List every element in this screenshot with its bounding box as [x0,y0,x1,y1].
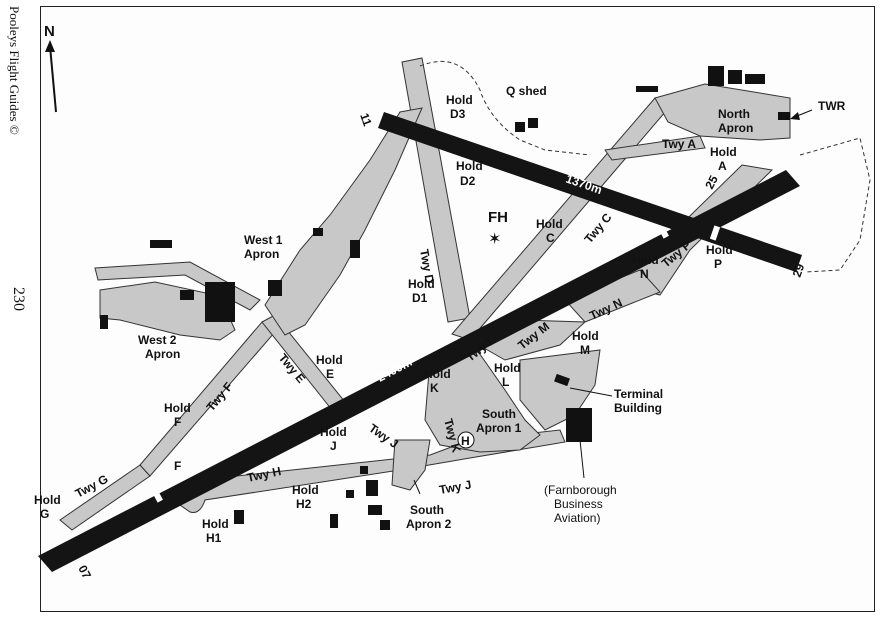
svg-text:Hold: Hold [424,367,451,381]
north-apron-label-1: North [718,107,750,121]
svg-text:Hold: Hold [292,483,319,497]
q-shed-label: Q shed [506,84,547,98]
south-apron-2-label-2: Apron 2 [406,517,452,531]
south-apron-1-label-2: Apron 1 [476,421,522,435]
svg-text:Hold: Hold [710,145,737,159]
hold-c: C [546,231,555,245]
north-arrow-icon: N [44,23,57,113]
taxiway-a [604,135,706,161]
taxiway-label-d: Twy D [417,248,437,285]
svg-text:Hold: Hold [456,159,483,173]
svg-text:✶: ✶ [488,231,501,248]
svg-text:Hold: Hold [316,353,343,367]
buildings [100,66,790,530]
svg-text:Hold: Hold [572,329,599,343]
runway-end-25: 25 [702,173,721,192]
runway-end-11: 11 [357,111,375,128]
south-apron-1-label-1: South [482,407,516,421]
hold-d1: D1 [412,291,428,305]
south-apron-2 [391,439,431,491]
north-apron-label-2: Apron [718,121,753,135]
west-1-label-2: Apron [244,247,279,261]
terminal-label-1: Terminal [614,387,663,401]
area-labels: Q shed TWR North Apron West 1 Apron West… [138,84,846,531]
hold-f: F [174,415,181,429]
terminal-label-2: Building [614,401,662,415]
aerodrome-code: FH [488,209,508,226]
hold-l: L [502,375,509,389]
fba-label-3: Aviation) [554,511,600,525]
fba-terminal [566,408,592,442]
svg-text:Hold: Hold [632,253,659,267]
hold-m: M [580,343,590,357]
taxiway-label-j: Twy J [366,421,401,451]
hold-k: K [430,381,439,395]
north-hangars [708,66,724,86]
svg-text:Hold: Hold [536,217,563,231]
aerodrome-reference-icon: FH ✶ [488,209,508,248]
hold-h2: H2 [296,497,312,511]
svg-text:Hold: Hold [164,401,191,415]
hold-e: E [326,367,334,381]
west-2-label-1: West 2 [138,333,177,347]
svg-text:Hold: Hold [706,243,733,257]
south-apron-2-label-1: South [410,503,444,517]
control-tower [778,112,790,120]
north-label: N [44,23,55,40]
west-1-apron [264,107,423,336]
hold-d2: D2 [460,174,476,188]
west-2-label-2: Apron [145,347,180,361]
svg-text:Hold: Hold [202,517,229,531]
twr-label: TWR [818,99,846,113]
fba-label-1: (Farnborough [544,483,617,497]
south-apron-1 [424,339,541,453]
hold-h1: H1 [206,531,222,545]
svg-text:Hold: Hold [494,361,521,375]
taxiway-label-j-south: Twy J [438,478,472,497]
perimeter-track [419,61,871,273]
q-shed-building [515,122,525,132]
west-2-hangar [205,282,235,322]
hold-p: P [714,257,722,271]
hold-j: J [330,439,337,453]
hold-a: A [718,159,727,173]
fba-label-2: Business [554,497,603,511]
west-1-label-1: West 1 [244,233,283,247]
svg-text:Hold: Hold [320,425,347,439]
runway-07-25: 2400m 07 25 [38,170,800,581]
west-road [94,261,261,311]
runway-end-07: 07 [75,563,94,582]
hold-labels: Hold A Hold C Hold D1 Hold D2 Hold D3 Ho… [34,93,737,545]
svg-text:Hold: Hold [408,277,435,291]
hold-g: G [40,507,49,521]
north-apron [654,83,791,141]
heliport-icon: H [457,431,475,449]
svg-text:Hold: Hold [446,93,473,107]
taxiway-label-c: Twy C [582,210,615,246]
taxiway-label-a: Twy A [662,137,696,151]
hold-f-lower: F [174,459,181,473]
svg-text:H: H [461,434,470,448]
hold-n: N [640,267,649,281]
svg-text:Hold: Hold [34,493,61,507]
hold-d3: D3 [450,107,466,121]
runway-end-29: 29 [790,261,808,279]
